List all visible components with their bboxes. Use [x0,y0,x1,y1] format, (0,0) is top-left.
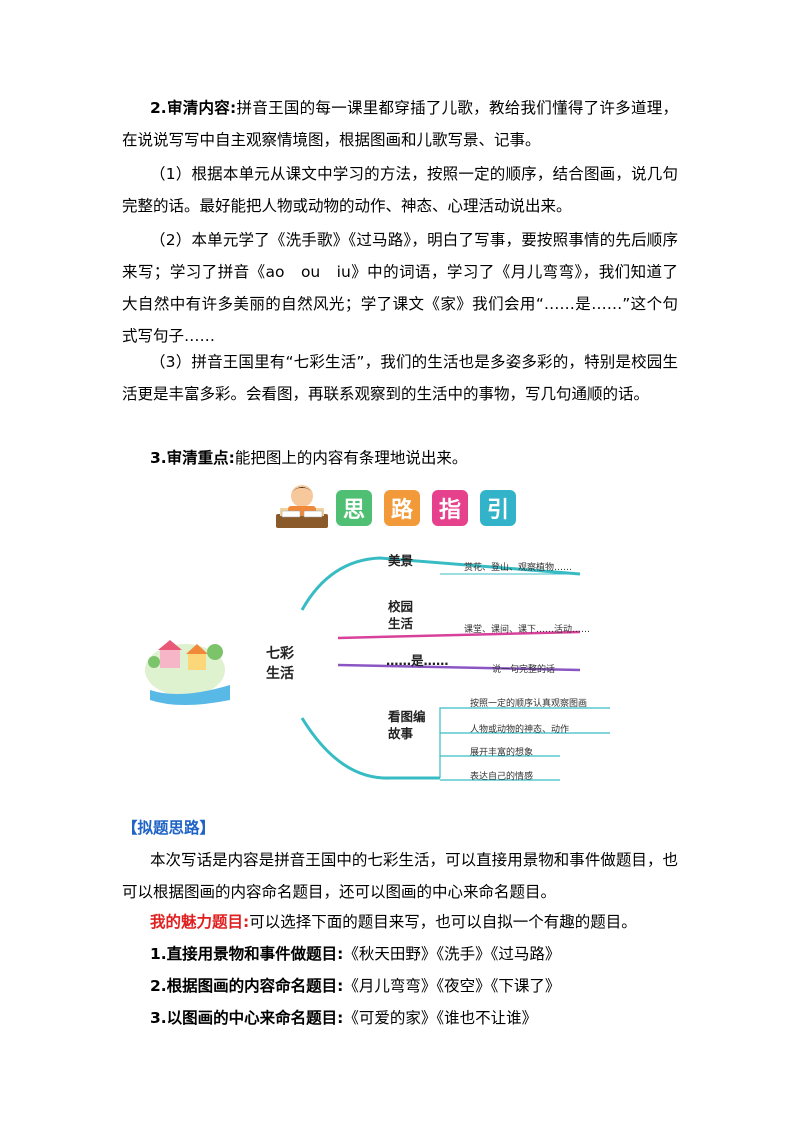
reading-child-illustration [276,485,328,528]
section-2-paragraph: 2.审清内容:拼音王国的每一课里都穿插了儿歌，教给我们懂得了许多道理，在说说写写… [122,92,678,156]
item-1: （1）根据本单元从课文中学习的方法，按照一定的顺序，结合图画，说几句完整的话。最… [122,165,678,215]
banner-tile-4: 引 [480,490,516,526]
item-3: （3）拼音王国里有“七彩生活”，我们的生活也是多姿多彩的，特别是校园生活更是丰富… [122,353,678,403]
title-option-1: 1.直接用景物和事件做题目:《秋天田野》《洗手》《过马路》 [150,945,561,963]
charm-title-text: 可以选择下面的题目来写，也可以自拟一个有趣的题目。 [249,913,637,931]
section-3-text: 能把图上的内容有条理地说出来。 [234,449,468,467]
banner-tile-3: 指 [432,490,468,526]
section-3-label: 3.审清重点: [150,449,235,467]
branch-1-detail: 赏花、登山、观察植物…… [464,563,573,573]
banner-tile-1: 思 [336,490,372,526]
charm-title-line: 我的魅力题目:可以选择下面的题目来写，也可以自拟一个有趣的题目。 [122,906,678,938]
banner-tile-2: 路 [384,490,420,526]
title-option-3: 3.以图画的中心来命名题目:《可爱的家》《谁也不让谁》 [150,1009,538,1027]
title-section-heading: 【拟题思路】 [122,819,216,837]
charm-title-label: 我的魅力题目: [150,913,250,931]
branch-4-detail-4: 表达自己的情感 [470,772,534,782]
branch-3-detail: 说一句完整的话 [492,665,556,675]
mind-map: 七彩 生活 美景 赏花、登山、观察植物…… 校园生活 课堂、课间、课下……活动…… [140,540,620,800]
section-2-label: 2.审清内容: [150,99,237,117]
colorful-life-illustration [145,640,230,705]
branch-4-detail-3: 展开丰富的想象 [470,748,534,758]
mind-map-center: 七彩 生活 [266,646,294,682]
section-2-text: 拼音王国的每一课里都穿插了儿歌，教给我们懂得了许多道理，在说说写写中自主观察情境… [122,99,678,149]
mind-map-lines [145,556,610,781]
section-3-paragraph: 3.审清重点:能把图上的内容有条理地说出来。 [122,442,678,474]
branch-2-title: 校园生活 [388,599,414,631]
thinking-guide-banner: 思 路 指 引 [272,478,532,534]
branch-1-title: 美景 [388,553,414,568]
item-2: （2）本单元学了《洗手歌》《过马路》，明白了写事，要按照事情的先后顺序来写；学习… [122,231,678,345]
title-option-2: 2.根据图画的内容命名题目:《月儿弯弯》《夜空》《下课了》 [150,977,561,995]
branch-4-title: 看图编故事 [388,709,426,741]
branch-2-detail: 课堂、课间、课下……活动…… [464,625,591,635]
title-section-text: 本次写话是内容是拼音王国中的七彩生活，可以直接用景物和事件做题目，也可以根据图画… [122,851,678,901]
branch-3-title: ……是…… [386,653,449,668]
branch-4-detail-1: 按照一定的顺序认真观察图画 [470,699,588,709]
branch-4-detail-2: 人物或动物的神态、动作 [470,725,570,735]
